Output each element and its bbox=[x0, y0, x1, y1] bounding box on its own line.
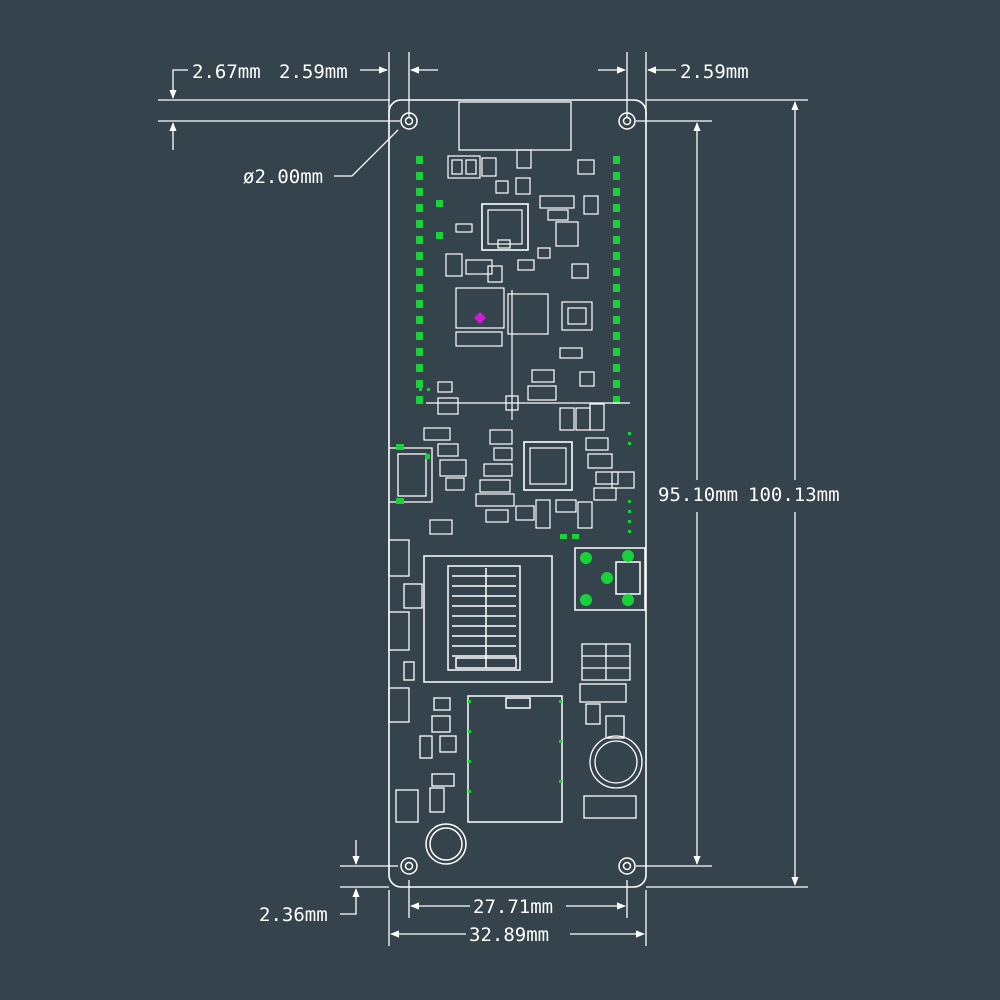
header-pin bbox=[416, 188, 423, 196]
header-pin bbox=[613, 316, 620, 324]
header-pin bbox=[613, 300, 620, 308]
dim-hole-diameter: ø2.00mm bbox=[243, 166, 323, 188]
dim-hole-span-width: 27.71mm bbox=[473, 896, 553, 918]
header-pin bbox=[613, 364, 620, 372]
header-pin bbox=[613, 284, 620, 292]
header-pin bbox=[613, 172, 620, 180]
right-pin-header bbox=[613, 156, 620, 404]
header-pin bbox=[416, 396, 423, 404]
header-pin bbox=[416, 284, 423, 292]
header-pin bbox=[613, 156, 620, 164]
header-pin bbox=[416, 300, 423, 308]
bottom-round-component bbox=[425, 823, 467, 865]
pink-marker bbox=[474, 312, 486, 324]
antenna-area bbox=[458, 101, 572, 151]
dim-hole-span-height: 95.10mm bbox=[658, 484, 738, 506]
lower-right-components bbox=[579, 643, 643, 819]
module-components bbox=[426, 149, 630, 420]
header-pin bbox=[416, 252, 423, 260]
header-pin bbox=[613, 188, 620, 196]
green-dotted-traces bbox=[419, 200, 631, 793]
sd-card-area bbox=[467, 695, 563, 823]
header-pin bbox=[613, 204, 620, 212]
side-connector bbox=[389, 447, 433, 503]
header-pin bbox=[613, 236, 620, 244]
header-pin bbox=[613, 332, 620, 340]
radio-module bbox=[423, 555, 553, 683]
dim-board-height: 100.13mm bbox=[748, 484, 840, 506]
board-outline bbox=[388, 99, 647, 888]
button-pads bbox=[580, 550, 634, 606]
header-pin bbox=[416, 268, 423, 276]
header-pin bbox=[416, 236, 423, 244]
header-pin bbox=[416, 380, 423, 388]
header-pin bbox=[613, 348, 620, 356]
header-pin bbox=[416, 172, 423, 180]
pcb-board bbox=[388, 99, 647, 888]
header-pin bbox=[416, 156, 423, 164]
header-pin bbox=[416, 220, 423, 228]
mounting-holes bbox=[400, 112, 636, 875]
header-pin bbox=[416, 364, 423, 372]
header-pin bbox=[416, 204, 423, 212]
dim-bottom-hole-offset: 2.36mm bbox=[259, 904, 328, 926]
dim-top-left-offset: 2.67mm bbox=[192, 61, 261, 83]
header-pin bbox=[416, 348, 423, 356]
dim-board-width: 32.89mm bbox=[469, 924, 549, 946]
dimension-lines bbox=[158, 52, 808, 946]
edge-components bbox=[388, 539, 457, 823]
center-components bbox=[423, 403, 635, 535]
left-pin-header bbox=[416, 156, 423, 404]
header-pin bbox=[613, 252, 620, 260]
header-pin bbox=[416, 316, 423, 324]
dim-top-left-hole-inset: 2.59mm bbox=[279, 61, 348, 83]
header-pin bbox=[613, 380, 620, 388]
header-pin bbox=[613, 220, 620, 228]
header-pin bbox=[416, 332, 423, 340]
dim-top-right-hole-inset: 2.59mm bbox=[680, 61, 749, 83]
header-pin bbox=[613, 396, 620, 404]
header-pin bbox=[613, 268, 620, 276]
